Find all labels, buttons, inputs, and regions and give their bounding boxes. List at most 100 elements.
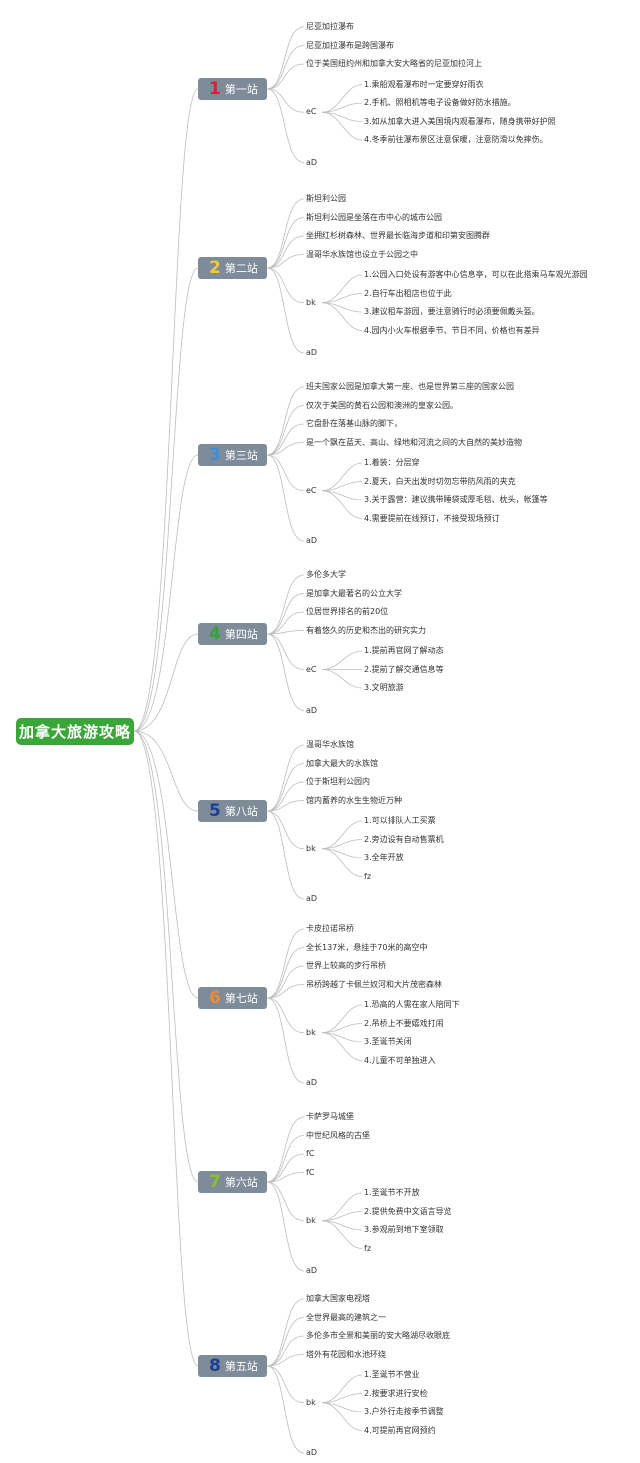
station-tail-label: aD	[306, 1078, 318, 1087]
station-detail: 是加拿大最著名的公立大学	[306, 588, 402, 598]
station-tail-label: aD	[306, 705, 318, 715]
tips-group-label: eC	[306, 485, 317, 495]
tip-item: 1.乘船观看瀑布时一定要穿好雨衣	[364, 79, 484, 89]
station-detail: 卡萨罗马城堡	[306, 1112, 354, 1121]
station-detail: 加拿大最大的水族馆	[306, 758, 378, 768]
station-detail: 坐拥红杉树森林、世界最长临海步道和印第安图腾群	[306, 231, 490, 240]
tip-item: 1.公园入口处设有游客中心信息亭，可以在此搭乘马车观光游园	[364, 270, 588, 279]
station-detail: 位于斯坦利公园内	[306, 777, 370, 786]
tip-item: 2.按要求进行安检	[364, 1388, 428, 1398]
tips-group-label: eC	[306, 664, 317, 674]
station-tail-label: aD	[306, 894, 318, 903]
station-name: 第一站	[224, 83, 258, 96]
tip-item: 3.圣诞节关闭	[364, 1037, 412, 1046]
station-detail: 有着悠久的历史和杰出的研究实力	[306, 625, 426, 635]
station-detail: 吊桥跨越了卡佩兰奴河和大片茂密森林	[306, 979, 442, 989]
station-name: 第六站	[224, 1176, 258, 1189]
station-tail-label: aD	[306, 348, 318, 357]
station-tail-label: aD	[306, 536, 318, 545]
tip-item: 4.需要提前在线预订，不接受现场预订	[364, 513, 500, 523]
station-detail: 塔外有花园和水池环绕	[306, 1349, 386, 1359]
station-detail: 多伦多大学	[306, 570, 346, 579]
tips-group-label: bk	[306, 1027, 316, 1037]
tip-item: 1.可以排队人工买票	[364, 816, 436, 825]
tip-item: 2.吊桥上不要嬉戏打闹	[364, 1018, 444, 1028]
station-detail: 全长137米，悬挂于70米的高空中	[306, 942, 428, 952]
station-detail: 是一个飘在蓝天、高山、绿地和河流之间的大自然的美妙造物	[306, 437, 522, 447]
station-number: 3	[209, 445, 221, 465]
station-detail: 它盘卧在落基山脉的脚下，	[306, 419, 402, 428]
station-detail: 位于美国纽约州和加拿大安大略省的尼亚加拉河上	[306, 59, 482, 68]
tip-item: 4.儿童不可单独进入	[364, 1055, 436, 1065]
station-name: 第八站	[224, 805, 258, 818]
station-name: 第五站	[224, 1360, 258, 1373]
station-detail: 多伦多市全景和美丽的安大略湖尽收眼底	[306, 1331, 450, 1340]
tip-item: 1.圣诞节不营业	[364, 1370, 420, 1379]
station-detail: 中世纪风格的古堡	[306, 1130, 370, 1140]
tip-item: 3.参观前到地下室领取	[364, 1225, 444, 1234]
tip-item: 2.手机、照相机等电子设备做好防水措施。	[364, 98, 516, 107]
station-number: 1	[209, 79, 221, 99]
station-detail: 位居世界排名的前20位	[306, 607, 389, 616]
station-detail: fC	[306, 1167, 315, 1177]
station-detail: 全世界最高的建筑之一	[306, 1312, 386, 1322]
tip-item: 4.可提前再官网预约	[364, 1425, 436, 1435]
station-number: 2	[209, 258, 221, 278]
station-detail: 仅次于美国的黄石公园和澳洲的皇家公园。	[306, 400, 458, 410]
station-detail: 尼亚加拉瀑布是跨国瀑布	[306, 40, 394, 50]
root-node: 加拿大旅游攻略	[16, 718, 134, 745]
tip-item: 3.关于露营：建议携带睡袋或厚毛毯、枕头，帐篷等	[364, 495, 548, 504]
tip-item: 3.文明旅游	[364, 683, 404, 692]
tip-item: 1.着装：分层穿	[364, 458, 420, 467]
station-number: 7	[209, 1172, 221, 1192]
station-tail-label: aD	[306, 1448, 318, 1457]
station-name: 第七站	[224, 992, 258, 1005]
tips-group-label: bk	[306, 843, 316, 853]
station-number: 8	[209, 1356, 221, 1376]
tip-item: 4.园内小火车根据季节、节日不同，价格也有差异	[364, 325, 540, 335]
station-name: 第四站	[224, 628, 258, 641]
station-detail: 班夫国家公园是加拿大第一座、也是世界第三座的国家公园	[306, 382, 514, 391]
tip-item: 3.全年开放	[364, 853, 404, 862]
station-detail: 温哥华水族馆	[306, 740, 354, 749]
tip-item: 3.建议租车游园，要注意骑行时必须要佩戴头盔。	[364, 307, 540, 316]
tip-item: fz	[364, 1243, 372, 1253]
tips-group-label: bk	[306, 1215, 316, 1225]
tip-item: 2.自行车出租店也位于此	[364, 288, 452, 298]
station-number: 4	[209, 624, 221, 644]
tip-item: 2.提供免费中文语言导览	[364, 1206, 452, 1216]
station-detail: 馆内蓄养的水生生物近万种	[306, 795, 402, 805]
station-tail-label: aD	[306, 1266, 318, 1275]
station-detail: 斯坦利公园	[306, 194, 346, 203]
tip-item: 3.户外行走按季节调整	[364, 1407, 444, 1416]
tip-item: 1.提前再官网了解动态	[364, 646, 444, 655]
station-detail: 尼亚加拉瀑布	[306, 22, 354, 31]
station-detail: 世界上较高的步行吊桥	[306, 961, 386, 970]
station-tail-label: aD	[306, 157, 318, 167]
tips-group-label: bk	[306, 1397, 316, 1407]
tip-item: fz	[364, 871, 372, 881]
station-detail: 温哥华水族馆也设立于公园之中	[306, 249, 418, 259]
tip-item: 1.恐高的人需在家人陪同下	[364, 1000, 460, 1009]
station-number: 6	[209, 988, 221, 1008]
tip-item: 1.圣诞节不开放	[364, 1188, 420, 1197]
tips-group-label: bk	[306, 297, 316, 307]
tip-item: 3.如从加拿大进入美国境内观看瀑布，随身携带好护照	[364, 116, 556, 126]
station-name: 第三站	[224, 449, 258, 462]
station-detail: 斯坦利公园是坐落在市中心的城市公园	[306, 212, 442, 222]
tip-item: 2.提前了解交通信息等	[364, 664, 444, 674]
tip-item: 4.冬季前往瀑布景区注意保暖，注意防滑以免摔伤。	[364, 135, 548, 144]
station-number: 5	[209, 801, 221, 821]
station-name: 第二站	[224, 262, 258, 275]
tip-item: 2.旁边设有自动售票机	[364, 834, 444, 844]
tip-item: 2.夏天，白天出发时切勿忘带防风雨的夹克	[364, 476, 516, 486]
